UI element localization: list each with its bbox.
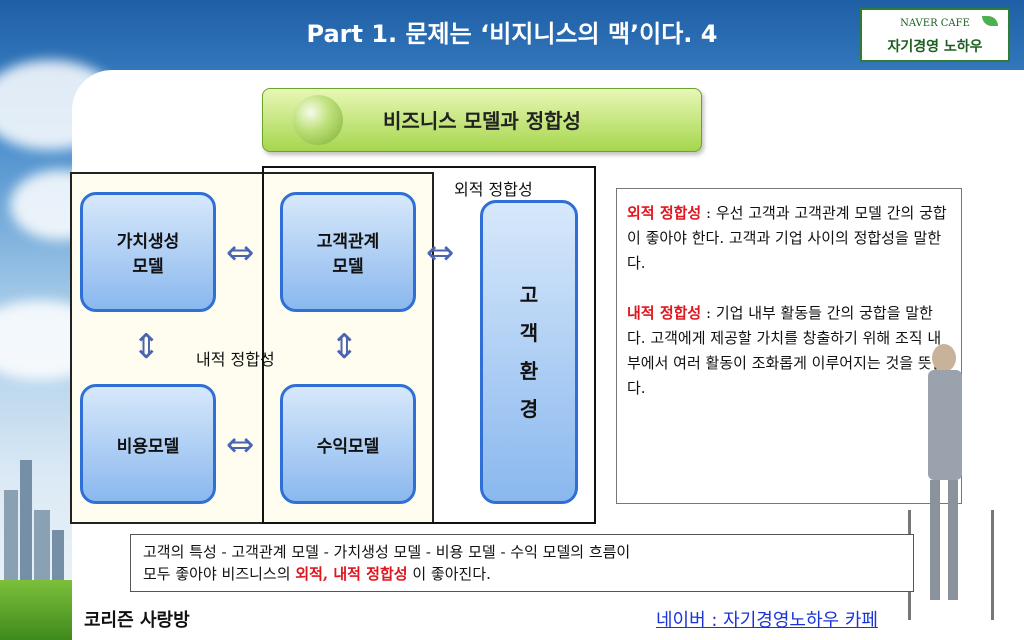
external-fit-box — [262, 166, 596, 524]
node-label: 환 — [519, 359, 539, 383]
external-fit-text: : 우선 고객과 고객관계 모델 간의 궁합이 좋아야 한다. 고객과 기업 사… — [627, 204, 947, 272]
node-label: 객 — [519, 321, 539, 345]
external-fit-term: 외적 정합성 — [627, 204, 702, 222]
leaf-icon — [982, 16, 998, 26]
double-arrow-horizontal-icon: ⇔ — [226, 233, 255, 273]
summary-line2-post: 이 좋아진다. — [407, 565, 491, 583]
bulb-icon — [293, 95, 343, 145]
node-label: 경 — [519, 397, 539, 421]
description-box: 외적 정합성 : 우선 고객과 고객관계 모델 간의 궁합이 좋아야 한다. 고… — [616, 188, 962, 504]
logo-line2: 자기경영 노하우 — [887, 39, 983, 55]
double-arrow-vertical-icon: ⇕ — [330, 327, 359, 367]
internal-fit-term: 내적 정합성 — [627, 304, 702, 322]
cost-model: 비용모델 — [80, 384, 216, 504]
slide-title: Part 1. 문제는 ‘비지니스의 맥’이다. 4 — [306, 20, 718, 48]
node-label: 모델 — [332, 257, 364, 277]
node-label: 가치생성 — [116, 232, 180, 252]
double-arrow-vertical-icon: ⇕ — [132, 327, 161, 367]
internal-fit-label: 내적 정합성 — [196, 350, 275, 369]
section-header: 비즈니스 모델과 정합성 — [262, 88, 702, 152]
summary-line1: 고객의 특성 - 고객관계 모델 - 가치생성 모델 - 비용 모델 - 수익 … — [143, 543, 631, 561]
external-fit-label: 외적 정합성 — [454, 180, 533, 199]
node-label: 비용모델 — [116, 436, 180, 457]
summary-line2-highlight: 외적, 내적 정합성 — [295, 565, 408, 583]
man-with-binoculars-illustration — [908, 330, 994, 620]
double-arrow-horizontal-icon: ⇔ — [426, 233, 455, 273]
node-label: 고 — [519, 283, 539, 307]
node-label: 수익모델 — [316, 436, 380, 457]
footer-cafe-link[interactable]: 네이버 : 자기경영노하우 카페 — [656, 610, 878, 631]
logo-line1: NAVER CAFE — [900, 18, 970, 29]
double-arrow-horizontal-icon: ⇔ — [226, 425, 255, 465]
customer-environment: 고 객 환 경 — [480, 200, 578, 504]
footer-left-text: 코리즌 사랑방 — [84, 610, 190, 631]
revenue-model: 수익모델 — [280, 384, 416, 504]
section-header-text: 비즈니스 모델과 정합성 — [383, 109, 581, 133]
internal-fit-text: : 기업 내부 활동들 간의 궁합을 말한다. 고객에게 제공할 가치를 창출하… — [627, 304, 946, 397]
summary-line2-pre: 모두 좋아야 비즈니스의 — [143, 565, 296, 583]
naver-cafe-logo[interactable]: NAVER CAFE 자기경영 노하우 — [860, 8, 1010, 62]
node-label: 모델 — [132, 257, 164, 277]
summary-box: 고객의 특성 - 고객관계 모델 - 가치생성 모델 - 비용 모델 - 수익 … — [130, 534, 914, 592]
node-label: 고객관계 — [316, 232, 380, 252]
